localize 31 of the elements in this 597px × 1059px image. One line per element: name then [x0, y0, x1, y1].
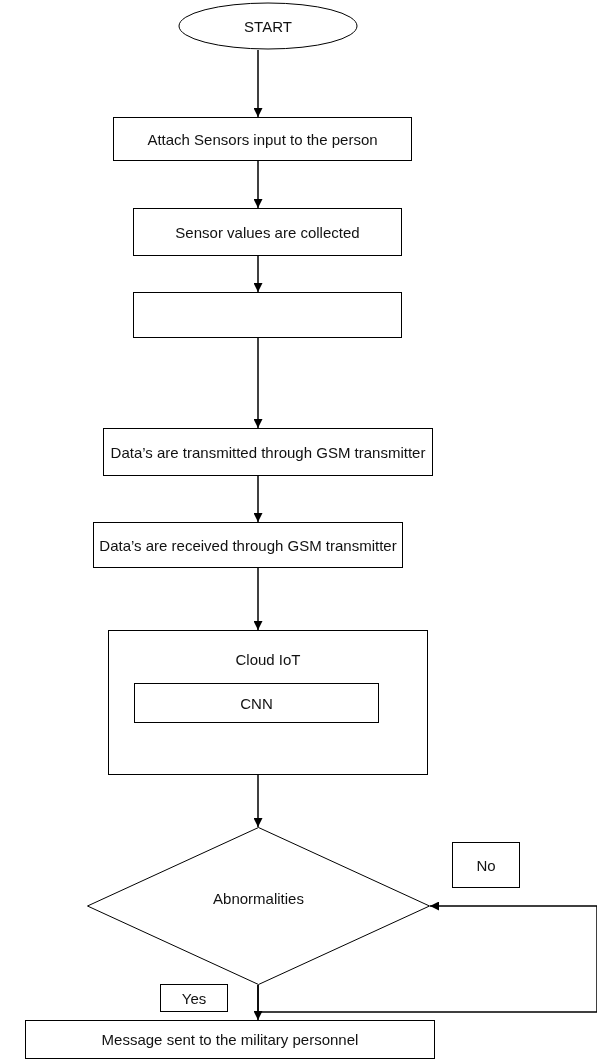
arrow [253, 774, 263, 828]
node-label: Yes [181, 989, 207, 1007]
process-box [113, 117, 412, 161]
decision-diamond [87, 827, 430, 985]
node-label: Data’s are received through GSM transmitter [99, 536, 397, 554]
node-label: No [476, 856, 496, 874]
node-label: CNN [240, 694, 273, 712]
arrow [253, 160, 263, 209]
node-label: Data’s are transmitted through GSM transmitter [110, 443, 426, 461]
node-label: Sensor values are collected [175, 223, 360, 241]
process-box [103, 428, 433, 476]
node-label: Cloud IoT [235, 651, 301, 668]
container-box [108, 630, 428, 775]
arrow [253, 337, 263, 429]
node-label: Abnormalities [213, 889, 304, 907]
label-box [160, 984, 228, 1012]
label-box [452, 842, 520, 888]
arrow [257, 901, 597, 1013]
arrow [253, 567, 263, 631]
process-box [25, 1020, 435, 1059]
process-box [133, 292, 402, 338]
start-terminal [178, 2, 358, 50]
node-label: Message sent to the military personnel [101, 1031, 359, 1048]
arrow [253, 475, 263, 523]
process-box [133, 208, 402, 256]
process-box [134, 683, 379, 723]
arrow [253, 255, 263, 293]
node-label: START [244, 17, 292, 35]
node-label: Attach Sensors input to the person [147, 130, 378, 148]
process-box [93, 522, 403, 568]
arrow [253, 49, 263, 118]
